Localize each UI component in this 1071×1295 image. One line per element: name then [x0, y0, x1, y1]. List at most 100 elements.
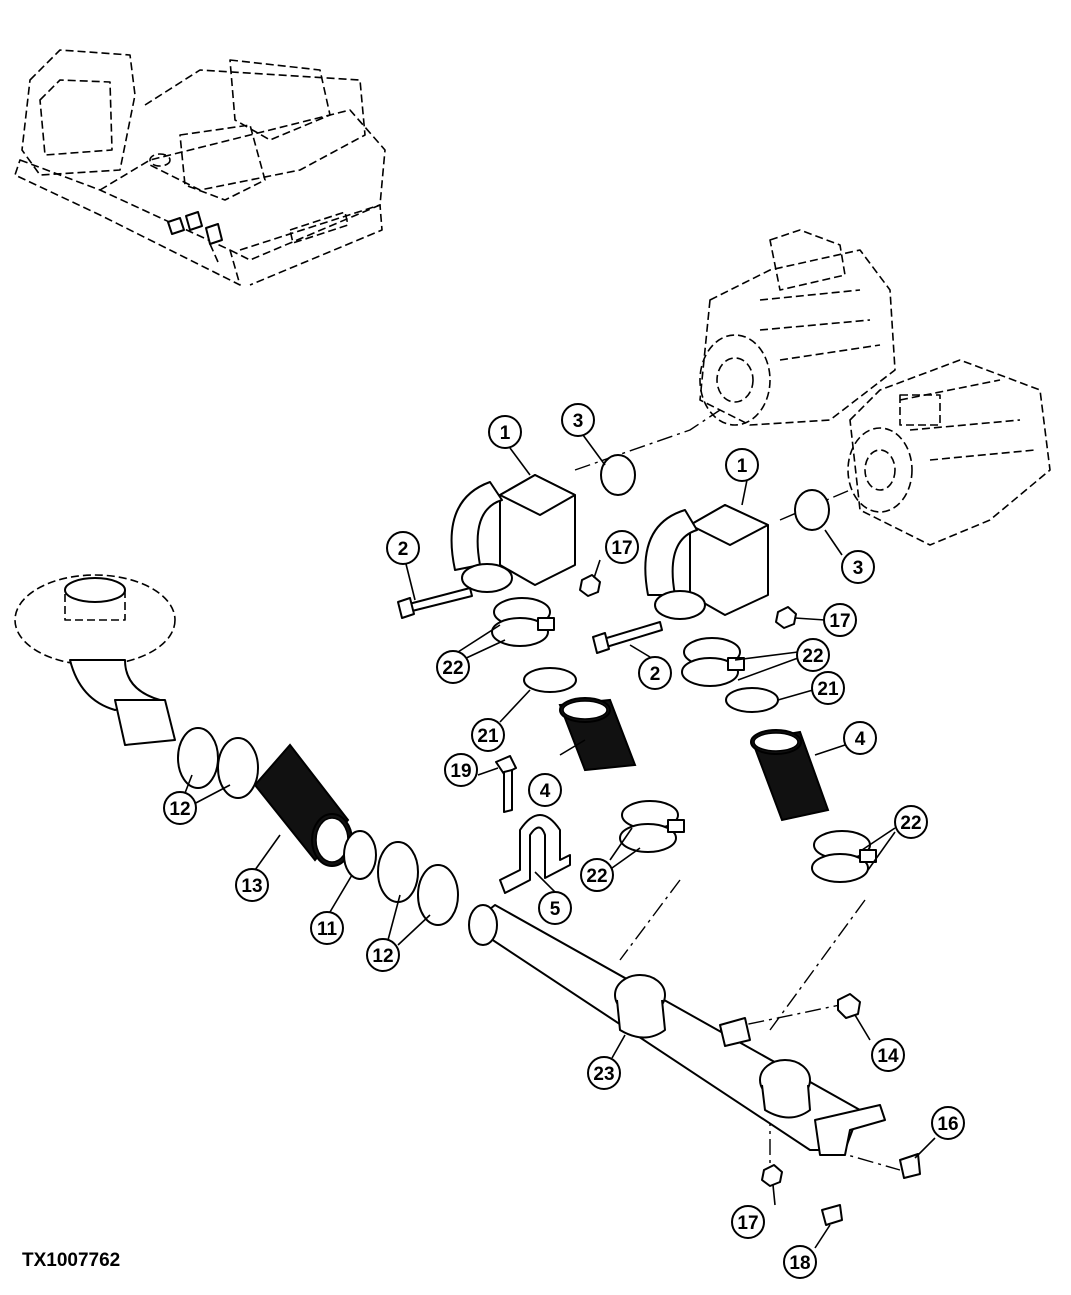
callout-21: 21 — [471, 718, 505, 752]
callout-circle — [436, 650, 470, 684]
callout-22: 22 — [580, 858, 614, 892]
excavator-overview — [14, 49, 386, 286]
figure-id: TX1007762 — [22, 1250, 121, 1271]
callout-label: 17 — [611, 538, 632, 559]
hydraulic-pump-lower — [847, 359, 1051, 546]
tank-outlet — [14, 574, 176, 746]
callout-label: 19 — [450, 761, 471, 782]
callout-circle — [871, 1038, 905, 1072]
callout-label: 2 — [398, 539, 409, 560]
nut — [761, 1164, 783, 1187]
callout-label: 2 — [650, 664, 661, 685]
callout-23: 23 — [587, 1056, 621, 1090]
callout-22: 22 — [894, 805, 928, 839]
callout-22: 22 — [796, 638, 830, 672]
callout-label: 18 — [789, 1253, 810, 1274]
callout-circle — [605, 530, 639, 564]
callout-circle — [310, 911, 344, 945]
callout-circle — [894, 805, 928, 839]
centerline — [769, 899, 866, 1031]
centerline — [574, 409, 721, 471]
cap-screw — [899, 1153, 921, 1179]
callout-2: 2 — [638, 656, 672, 690]
callout-circle — [528, 773, 562, 807]
callout-circle — [561, 403, 595, 437]
hose-clamp — [619, 800, 685, 853]
hose-clamp — [377, 841, 419, 903]
callout-19: 19 — [444, 753, 478, 787]
bolt — [821, 1204, 843, 1226]
callout-circle — [386, 531, 420, 565]
callout-3: 3 — [561, 403, 595, 437]
suction-manifold — [468, 904, 886, 1156]
callout-label: 22 — [900, 813, 921, 834]
callout-2: 2 — [386, 531, 420, 565]
callout-5: 5 — [538, 891, 572, 925]
hose-clamp — [681, 637, 745, 687]
band-clamp — [343, 830, 377, 880]
callout-circle — [471, 718, 505, 752]
callout-label: 12 — [169, 799, 190, 820]
nut — [579, 574, 601, 597]
callout-circle — [580, 858, 614, 892]
callout-circle — [725, 448, 759, 482]
callout-label: 22 — [802, 646, 823, 667]
callout-17: 17 — [823, 603, 857, 637]
callout-label: 23 — [593, 1064, 614, 1085]
callout-label: 22 — [586, 866, 607, 887]
centerline — [719, 1004, 841, 1031]
callout-circle — [538, 891, 572, 925]
callout-circle — [638, 656, 672, 690]
hose-clamp — [491, 597, 555, 647]
pump-adapter-left — [450, 474, 576, 593]
callout-label: 21 — [477, 726, 499, 747]
callout-14: 14 — [871, 1038, 905, 1072]
hydraulic-pump-upper — [699, 229, 896, 426]
hose-clamp — [177, 727, 219, 789]
callout-circle — [488, 415, 522, 449]
centerline — [619, 879, 681, 961]
callout-17: 17 — [731, 1205, 765, 1239]
callout-circle — [587, 1056, 621, 1090]
callout-label: 11 — [317, 919, 338, 940]
callout-label: 4 — [855, 729, 866, 750]
callout-circle — [783, 1245, 817, 1279]
callout-circle — [931, 1106, 965, 1140]
callout-4: 4 — [843, 721, 877, 755]
callout-label: 4 — [540, 781, 551, 802]
suction-hose — [253, 743, 353, 867]
cap-screw — [397, 587, 473, 619]
callout-label: 22 — [442, 658, 463, 679]
callout-17: 17 — [605, 530, 639, 564]
hose-clamp — [217, 737, 259, 799]
callout-18: 18 — [783, 1245, 817, 1279]
o-ring — [600, 454, 636, 496]
callout-12: 12 — [366, 938, 400, 972]
callout-circle — [811, 671, 845, 705]
callout-label: 17 — [737, 1213, 758, 1234]
callout-label: 1 — [500, 423, 511, 444]
callout-circle — [444, 753, 478, 787]
callout-label: 21 — [817, 679, 839, 700]
callout-16: 16 — [931, 1106, 965, 1140]
callout-label: 3 — [573, 411, 584, 432]
cap-screw — [592, 621, 663, 654]
hose — [750, 729, 830, 822]
callout-4: 4 — [528, 773, 562, 807]
leader-lines — [184, 434, 936, 1249]
callout-circle — [731, 1205, 765, 1239]
callout-label: 12 — [372, 946, 393, 967]
callout-label: 5 — [550, 899, 561, 920]
callouts: 1122334451112121314161717171819212122222… — [163, 403, 965, 1279]
callout-label: 13 — [241, 876, 262, 897]
hose-clamp — [811, 830, 877, 883]
callout-label: 17 — [829, 611, 850, 632]
o-ring — [794, 489, 830, 531]
plug — [837, 993, 861, 1019]
callout-circle — [841, 550, 875, 584]
callout-circle — [796, 638, 830, 672]
callout-12: 12 — [163, 791, 197, 825]
callout-1: 1 — [725, 448, 759, 482]
callout-1: 1 — [488, 415, 522, 449]
